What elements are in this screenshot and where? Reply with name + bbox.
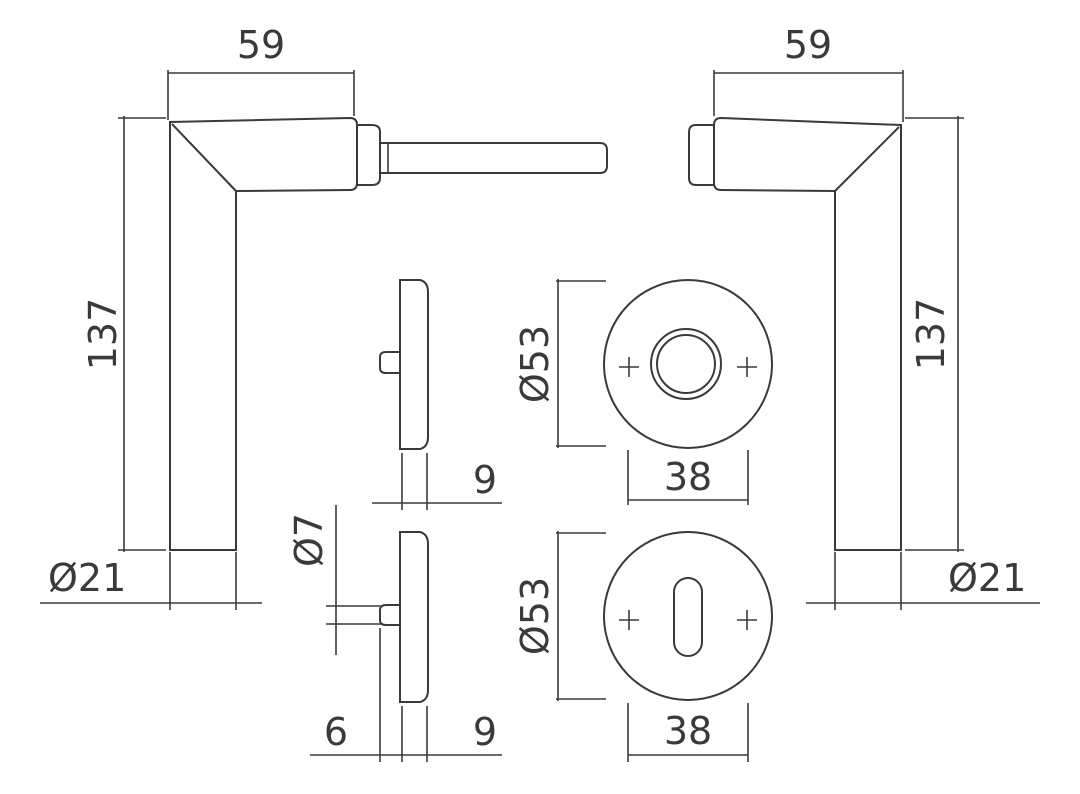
left-height-label: 137	[81, 298, 125, 371]
rosette-bottom-diameter-dimension: Ø53	[513, 531, 606, 701]
left-diameter-dimension: Ø21	[40, 552, 262, 610]
spindle-diameter-label: Ø7	[287, 513, 331, 567]
right-lever-outline	[713, 116, 902, 551]
rosette-top-diameter-dimension: Ø53	[513, 279, 606, 448]
escutcheon-outer-circle	[603, 531, 773, 701]
right-height-dimension: 137	[905, 116, 964, 552]
rosette-side-pin-top	[379, 351, 400, 374]
right-width-dimension: 59	[713, 23, 904, 122]
escutcheon-front-view-bottom	[603, 531, 773, 701]
right-height-label: 137	[909, 298, 953, 371]
rosette-side-profile-bottom	[399, 531, 429, 703]
rosette-ring-outer	[650, 328, 722, 400]
left-width-dimension: 59	[167, 23, 355, 120]
rosette-top-diameter-label: Ø53	[513, 325, 557, 403]
rosette-bottom-width-label: 38	[664, 709, 712, 753]
rosette-outer-circle-top	[603, 279, 773, 449]
side-top-thickness-label: 9	[473, 458, 497, 502]
right-width-label: 59	[784, 23, 832, 67]
right-lever-neck	[688, 124, 714, 186]
left-spindle	[380, 142, 608, 174]
screw-plus-icon	[737, 357, 757, 377]
screw-plus-icon	[619, 357, 639, 377]
side-top-thickness-dimension: 9	[372, 453, 502, 510]
screw-plus-icon	[619, 610, 639, 630]
right-lever-bevel	[834, 126, 900, 192]
rosette-side-view-top	[379, 279, 429, 450]
left-lever-outline	[169, 116, 358, 551]
right-diameter-dimension: Ø21	[806, 552, 1040, 610]
rosette-front-view-top	[603, 279, 773, 449]
left-diameter-label: Ø21	[48, 556, 126, 600]
left-height-dimension: 137	[81, 116, 166, 552]
rosette-side-view-bottom	[379, 531, 429, 703]
rosette-bottom-width-dimension: 38	[627, 703, 749, 762]
rosette-bottom-diameter-label: Ø53	[513, 577, 557, 655]
right-lever-handle	[688, 116, 902, 551]
left-lever-bevel	[171, 123, 237, 192]
side-bottom-thickness-label: 9	[473, 710, 497, 754]
left-lever-handle	[169, 116, 608, 551]
spindle-length-label: 6	[324, 710, 348, 754]
rosette-ring-inner	[656, 334, 716, 394]
rosette-top-width-label: 38	[664, 455, 712, 499]
rosette-top-width-dimension: 38	[627, 450, 749, 505]
rosette-side-pin-bottom	[379, 604, 400, 626]
left-lever-neck	[357, 124, 381, 186]
side-bottom-dimensions: 6 9	[310, 628, 502, 762]
spindle-diameter-dimension: Ø7	[287, 505, 382, 655]
right-diameter-label: Ø21	[948, 556, 1026, 600]
left-width-label: 59	[237, 23, 285, 67]
rosette-side-profile-top	[399, 279, 429, 450]
screw-plus-icon	[737, 610, 757, 630]
keyhole-slot-icon	[673, 577, 703, 657]
